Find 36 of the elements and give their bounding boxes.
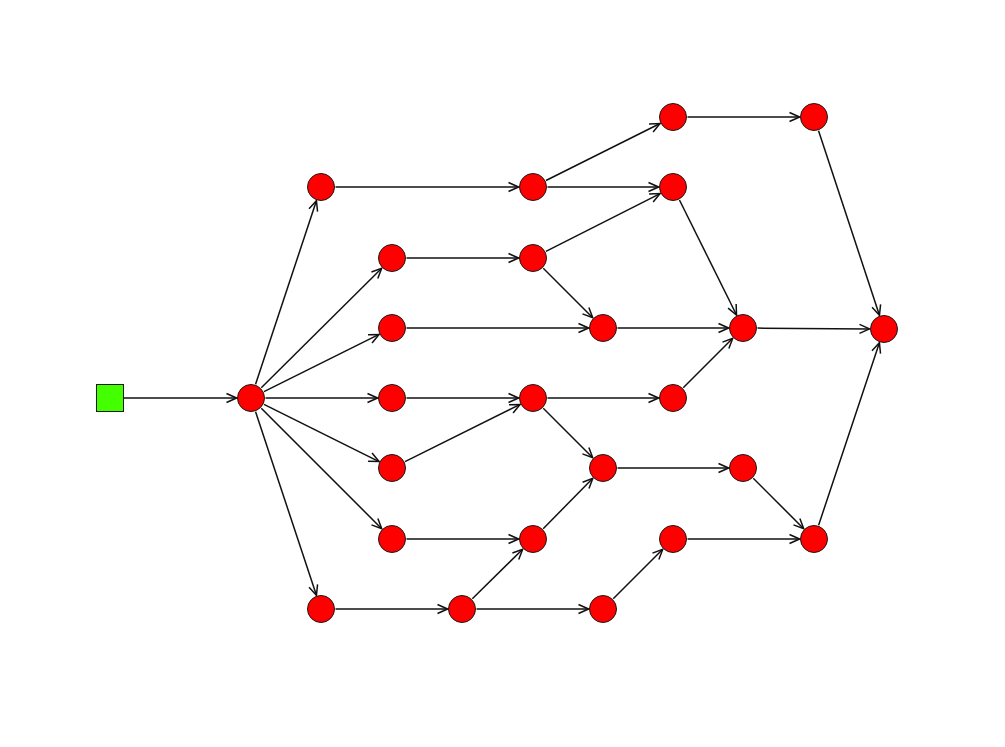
arrow xyxy=(254,200,319,385)
arrow xyxy=(263,403,380,463)
arrow xyxy=(405,322,590,334)
arrow xyxy=(260,267,383,389)
arrow xyxy=(616,322,730,334)
arrow xyxy=(542,267,594,319)
arrow xyxy=(686,111,801,123)
arrow xyxy=(404,403,521,463)
arrow xyxy=(334,603,449,615)
arrow xyxy=(817,130,882,316)
arrow xyxy=(405,252,520,264)
arrow xyxy=(686,533,801,545)
square-node xyxy=(96,384,124,412)
arrow xyxy=(756,323,871,335)
arrow xyxy=(546,181,660,193)
arrow xyxy=(682,337,734,389)
arrow xyxy=(260,407,383,530)
arrow xyxy=(545,122,661,182)
arrow xyxy=(542,407,594,459)
arrow xyxy=(542,477,594,530)
arrow xyxy=(263,333,380,393)
arrow xyxy=(123,392,238,404)
arrow xyxy=(546,392,660,404)
arrow xyxy=(264,392,379,404)
arrow xyxy=(616,462,730,474)
arrow xyxy=(678,199,738,316)
arrow xyxy=(405,392,520,404)
arrow xyxy=(752,477,805,530)
arrow xyxy=(545,192,661,253)
arrow xyxy=(254,411,319,596)
arrow xyxy=(334,181,520,193)
arrow xyxy=(471,548,524,600)
arrow xyxy=(405,533,520,545)
arrow xyxy=(612,548,664,600)
arrow xyxy=(475,603,590,615)
arrow xyxy=(817,342,882,526)
